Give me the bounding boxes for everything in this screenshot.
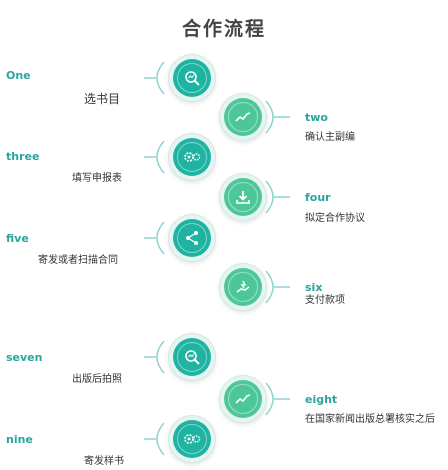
step-label-nine: nine — [6, 433, 33, 446]
step-label-eight: eight — [305, 393, 338, 406]
trend-line-icon — [235, 112, 251, 122]
connector-arc — [265, 180, 290, 214]
page-title: 合作流程 — [181, 18, 266, 40]
step-desc-eight: 在国家新闻出版总署核实之后 — [305, 414, 435, 425]
step-desc-three: 填写申报表 — [72, 173, 122, 184]
share-icon — [186, 231, 198, 245]
step-node-two — [224, 98, 262, 136]
download-icon — [236, 191, 250, 204]
step-desc-two: 确认主副编 — [305, 132, 355, 143]
search-chart-icon — [185, 71, 200, 86]
step-node-one — [173, 59, 211, 97]
step-node-six — [224, 268, 262, 306]
connector-arc — [144, 61, 165, 95]
trend-line-icon — [235, 394, 251, 404]
step-desc-one: 选书目 — [84, 92, 121, 106]
step-label-six: six — [305, 281, 323, 294]
search-chart-icon — [185, 350, 200, 365]
step-label-four: four — [305, 191, 331, 204]
step-label-two: two — [305, 111, 328, 124]
step-label-five: five — [6, 232, 29, 245]
gears-icon — [184, 152, 201, 162]
connector-arc — [265, 100, 290, 134]
connector-arc — [265, 382, 290, 416]
step-node-seven — [173, 338, 211, 376]
connector-arc — [144, 221, 165, 255]
step-desc-four: 拟定合作协议 — [305, 213, 365, 224]
gears-icon — [184, 434, 201, 444]
connector-arc — [265, 270, 290, 304]
step-node-eight — [224, 380, 262, 418]
step-node-four — [224, 178, 262, 216]
step-desc-six: 支付款项 — [305, 295, 345, 306]
step-desc-nine: 寄发样书 — [84, 456, 124, 467]
step-node-nine — [173, 420, 211, 458]
step-label-one: One — [6, 69, 31, 82]
step-node-five — [173, 219, 211, 257]
connector-arc — [144, 340, 165, 374]
step-label-seven: seven — [6, 351, 43, 364]
step-desc-seven: 出版后拍照 — [72, 374, 122, 385]
connector-arc — [144, 422, 165, 456]
connector-arc — [144, 140, 165, 174]
step-node-three — [173, 138, 211, 176]
step-desc-five: 寄发或者扫描合同 — [38, 255, 118, 266]
step-label-three: three — [6, 150, 40, 163]
hand-money-icon — [236, 280, 250, 293]
